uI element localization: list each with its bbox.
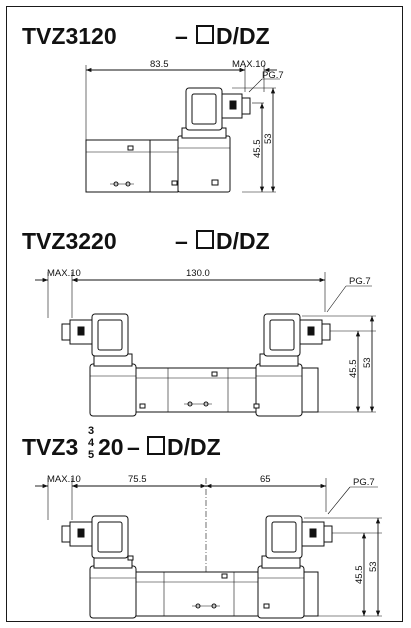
- width-dimension: 130.0: [186, 268, 210, 279]
- width-dimension: 83.5: [150, 59, 169, 70]
- right-width-dimension: 65: [260, 474, 271, 485]
- section-3-suffix: D/DZ: [167, 434, 221, 460]
- svg-text:–: –: [175, 23, 188, 49]
- pg-label: PG.7: [349, 276, 371, 287]
- placeholder-box-icon: [147, 436, 165, 455]
- section-1: TVZ3120 – D/DZ 83.5 MAX.10 PG.7: [22, 23, 284, 193]
- right-coil-base: [255, 363, 303, 417]
- title-stack-bottom: 5: [88, 449, 94, 461]
- svg-text:–: –: [175, 228, 188, 254]
- drawing-frame: [6, 6, 403, 622]
- placeholder-box-icon: [196, 230, 214, 249]
- left-coil-base: [89, 363, 137, 417]
- section-3: TVZ3 3 4 5 20 – D/DZ MAX.10 75.5 65 PG.7: [22, 425, 382, 619]
- section-3-title-prefix: TVZ3: [22, 434, 78, 460]
- max-dimension: MAX.10: [47, 268, 81, 279]
- height-45-5: 45.5: [348, 360, 359, 379]
- max-dimension: MAX.10: [232, 59, 266, 70]
- section-2-suffix: D/DZ: [216, 228, 270, 254]
- section-2-title: TVZ3220: [22, 228, 117, 254]
- height-45-5: 45.5: [252, 140, 263, 159]
- section-1-suffix: D/DZ: [216, 23, 270, 49]
- placeholder-box-icon: [196, 25, 214, 44]
- svg-text:–: –: [127, 434, 140, 460]
- height-53: 53: [263, 133, 274, 144]
- title-stack-mid: 4: [88, 437, 95, 449]
- pg-label: PG.7: [353, 477, 375, 488]
- height-53: 53: [362, 357, 373, 368]
- section-2: TVZ3220 – D/DZ MAX.10 130.0 PG.7: [22, 228, 376, 417]
- left-coil-base: [89, 565, 137, 619]
- height-45-5: 45.5: [354, 566, 365, 585]
- height-53: 53: [368, 561, 379, 572]
- right-coil-base: [257, 565, 305, 619]
- left-width-dimension: 75.5: [128, 474, 147, 485]
- max-dimension: MAX.10: [47, 474, 81, 485]
- title-stack-top: 3: [88, 425, 94, 437]
- section-3-title-suffix: 20: [98, 434, 124, 460]
- solenoid-coil-base: [177, 135, 231, 193]
- pg-label: PG.7: [262, 70, 284, 81]
- section-1-title: TVZ3120: [22, 23, 117, 49]
